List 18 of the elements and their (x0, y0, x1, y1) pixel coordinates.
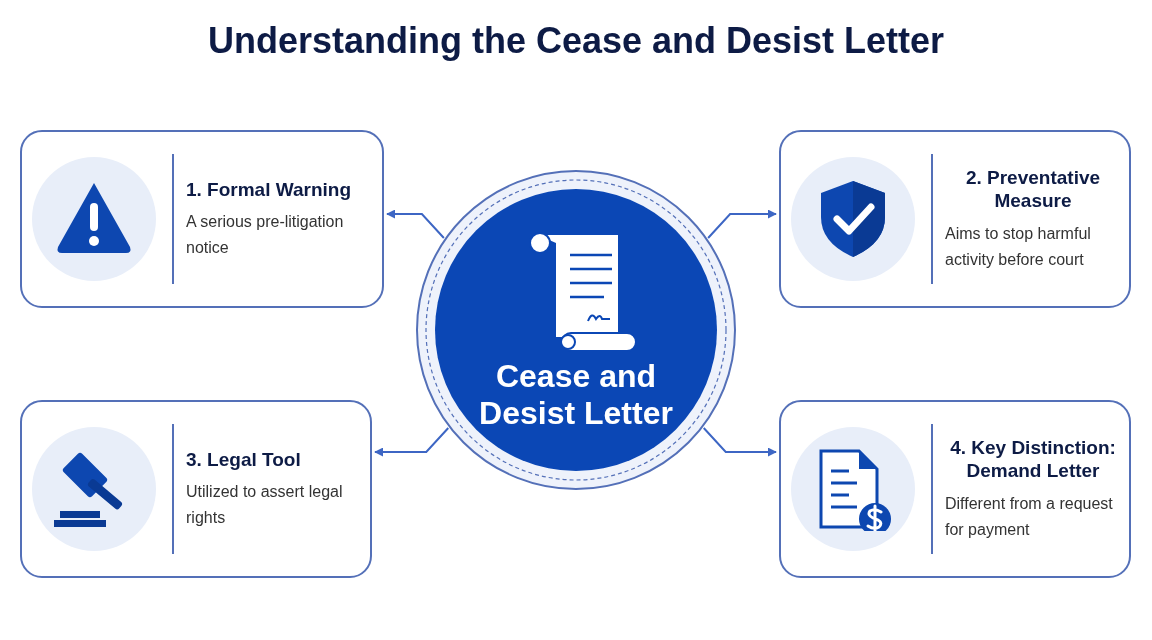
card-description: Aims to stop harmful activity before court (945, 224, 1092, 270)
title: Understanding the Cease and Desist Letter (206, 20, 946, 62)
card-description: Utilized to assert legal rights (186, 482, 344, 528)
card-heading: 3. Legal Tool (186, 447, 302, 472)
arrow (702, 427, 777, 457)
card-heading: 4. Key Distinction: Demand Letter (949, 435, 1117, 484)
arrow (374, 427, 450, 457)
card-heading: 1. Formal Warning (186, 177, 353, 202)
arrow (707, 209, 777, 239)
card-heading: 2. Preventative Measure (964, 165, 1102, 214)
card (779, 130, 1131, 308)
arrow (386, 209, 445, 239)
card-description: A serious pre-litigation notice (186, 212, 345, 258)
card-description: Different from a request for payment (945, 494, 1114, 540)
card (20, 130, 384, 308)
card (20, 400, 372, 578)
card (779, 400, 1131, 578)
center-label: Cease and Desist Letter (478, 358, 674, 432)
